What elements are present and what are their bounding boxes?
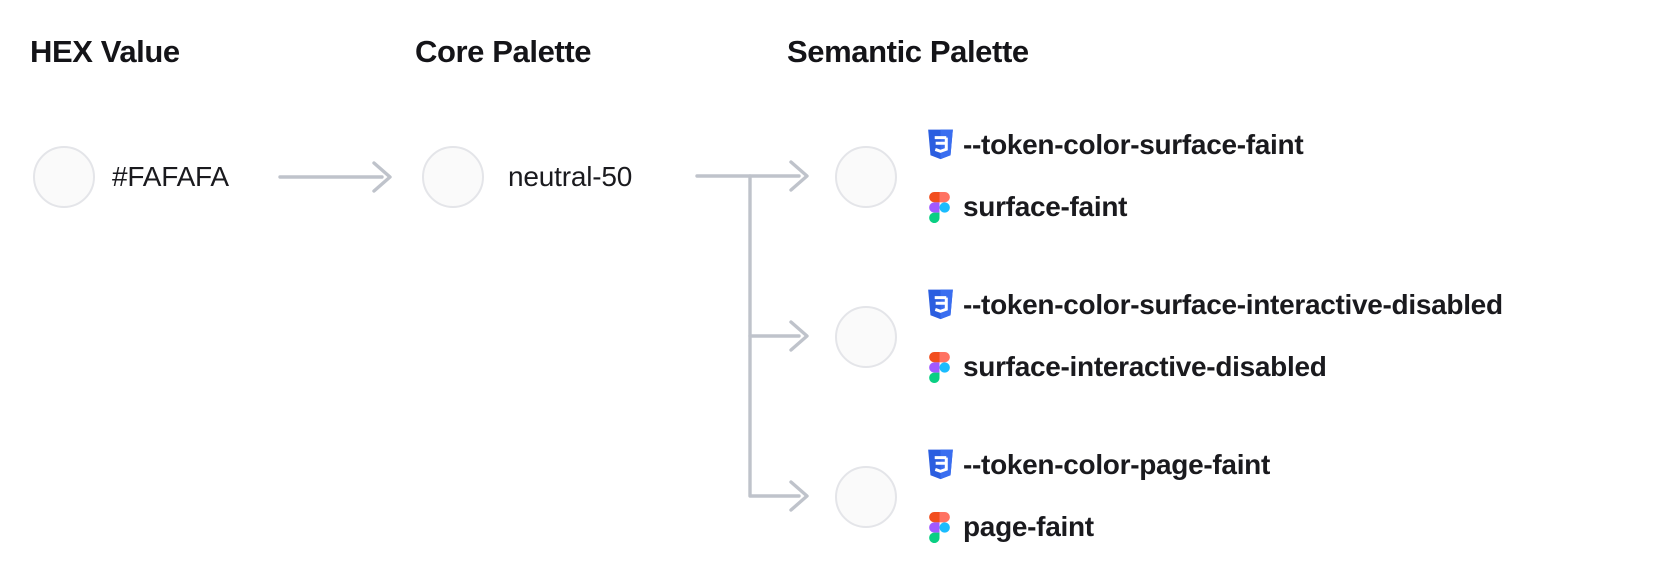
arrowhead-branch-1	[789, 160, 809, 192]
figma-logo-icon	[929, 192, 950, 228]
semantic-swatch	[835, 466, 897, 528]
core-swatch	[422, 146, 484, 208]
arrowhead-branch-2	[789, 320, 809, 352]
css-variable-label: --token-color-surface-faint	[963, 129, 1304, 160]
hex-value-label: #FAFAFA	[112, 161, 229, 192]
css3-badge-icon	[927, 129, 954, 166]
arrowhead-hex-to-core	[372, 161, 392, 193]
css-variable-label: --token-color-surface-interactive-disabl…	[963, 289, 1503, 320]
branch-vertical-line	[748, 174, 801, 498]
css-variable-label: --token-color-page-faint	[963, 449, 1271, 480]
semantic-swatch	[835, 306, 897, 368]
column-heading-hex-value: HEX Value	[30, 34, 180, 69]
core-palette-label: neutral-50	[508, 161, 633, 192]
figma-style-label: surface-interactive-disabled	[963, 351, 1327, 382]
hex-swatch	[33, 146, 95, 208]
semantic-swatch	[835, 146, 897, 208]
figma-style-label: page-faint	[963, 511, 1094, 542]
arrowhead-branch-3	[789, 480, 809, 512]
css3-badge-icon	[927, 289, 954, 326]
column-heading-semantic-palette: Semantic Palette	[787, 34, 1029, 69]
column-heading-core-palette: Core Palette	[415, 34, 592, 69]
css3-badge-icon	[927, 449, 954, 486]
figma-logo-icon	[929, 352, 950, 388]
figma-logo-icon	[929, 512, 950, 548]
figma-style-label: surface-faint	[963, 191, 1128, 222]
